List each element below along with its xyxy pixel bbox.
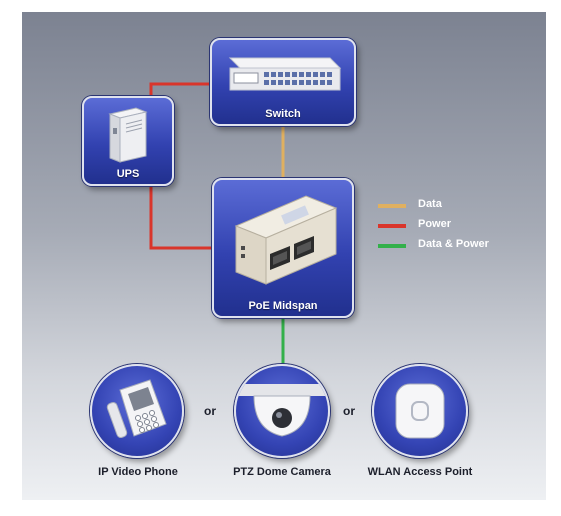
midspan-label: PoE Midspan bbox=[248, 300, 318, 312]
device-ip-video-phone bbox=[90, 364, 184, 458]
poe-injector-icon bbox=[234, 195, 338, 285]
device-label-wlan-access-point: WLAN Access Point bbox=[367, 466, 473, 478]
device-label-ip-video-phone: IP Video Phone bbox=[98, 466, 178, 478]
legend-swatch-data-power bbox=[378, 244, 406, 248]
power-line-ups-midspan bbox=[149, 183, 212, 250]
video-phone-icon bbox=[106, 379, 167, 438]
device-wlan-access-point bbox=[372, 364, 468, 458]
device-label-ptz-dome-camera: PTZ Dome Camera bbox=[233, 466, 331, 478]
or-separator-2: or bbox=[343, 404, 355, 418]
device-ptz-dome-camera bbox=[234, 364, 330, 458]
switch-label: Switch bbox=[265, 108, 301, 120]
connection-lines bbox=[149, 82, 285, 364]
dome-camera-icon bbox=[236, 384, 328, 437]
poe-diagram: Switch UPS PoE Midspan bbox=[22, 12, 546, 500]
ups-node: UPS bbox=[82, 96, 174, 186]
ups-icon bbox=[108, 107, 148, 163]
midspan-node: PoE Midspan bbox=[212, 178, 354, 318]
access-point-icon bbox=[395, 383, 445, 439]
legend-swatch-data bbox=[378, 204, 406, 208]
or-separator-1: or bbox=[204, 404, 216, 418]
ups-label: UPS bbox=[116, 168, 140, 180]
legend-label-power: Power bbox=[418, 218, 452, 230]
switch-node: Switch bbox=[210, 38, 356, 126]
legend-label-data: Data bbox=[418, 198, 442, 210]
legend-swatch-power bbox=[378, 224, 406, 228]
legend-label-data-power: Data & Power bbox=[418, 238, 489, 250]
network-switch-icon bbox=[228, 57, 342, 91]
power-line-switch-ups bbox=[149, 82, 209, 98]
